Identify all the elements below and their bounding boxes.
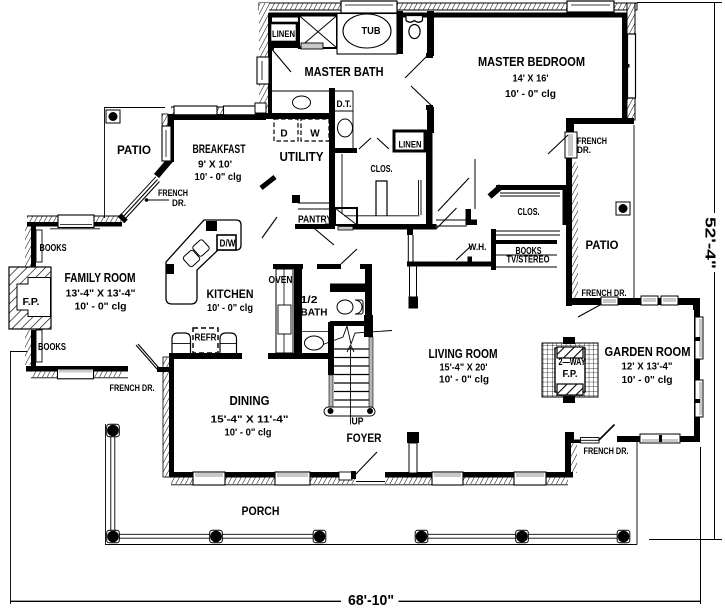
svg-text:MASTER BEDROOM: MASTER BEDROOM bbox=[478, 55, 585, 69]
svg-text:D.T.: D.T. bbox=[337, 99, 352, 110]
svg-text:D/W: D/W bbox=[220, 239, 236, 250]
svg-text:FRENCH DR.: FRENCH DR. bbox=[110, 383, 155, 393]
svg-text:F.P.: F.P. bbox=[563, 369, 578, 380]
svg-text:TV/STEREO: TV/STEREO bbox=[507, 255, 550, 266]
svg-text:FAMILY ROOM: FAMILY ROOM bbox=[65, 271, 136, 285]
svg-text:15'-4" X 11'-4": 15'-4" X 11'-4" bbox=[211, 415, 289, 426]
svg-text:LIVING ROOM: LIVING ROOM bbox=[429, 347, 498, 361]
svg-text:FRENCH DR.: FRENCH DR. bbox=[582, 288, 627, 298]
svg-text:10' - 0" clg: 10' - 0" clg bbox=[439, 375, 489, 386]
svg-text:FOYER: FOYER bbox=[347, 433, 383, 445]
svg-text:OVEN: OVEN bbox=[269, 275, 293, 286]
svg-text:BOOKS: BOOKS bbox=[38, 342, 66, 353]
svg-text:FRENCH DR.: FRENCH DR. bbox=[584, 446, 629, 456]
svg-text:BREAKFAST: BREAKFAST bbox=[193, 144, 246, 156]
svg-text:10' - 0" clg: 10' - 0" clg bbox=[622, 375, 673, 386]
svg-text:REFR: REFR bbox=[195, 333, 218, 344]
svg-text:UP: UP bbox=[352, 417, 364, 428]
svg-text:LINEN: LINEN bbox=[399, 140, 422, 150]
svg-text:GARDEN ROOM: GARDEN ROOM bbox=[605, 345, 691, 359]
svg-text:DR.: DR. bbox=[172, 198, 186, 208]
svg-text:CLOS.: CLOS. bbox=[518, 207, 540, 218]
svg-text:BOOKS: BOOKS bbox=[40, 243, 67, 254]
svg-text:FRENCH: FRENCH bbox=[158, 188, 188, 198]
svg-text:68'-10": 68'-10" bbox=[348, 592, 394, 609]
svg-text:DINING: DINING bbox=[230, 394, 270, 408]
svg-text:PATIO: PATIO bbox=[586, 238, 619, 252]
svg-text:F.P.: F.P. bbox=[23, 297, 40, 308]
svg-text:DR.: DR. bbox=[577, 145, 591, 155]
svg-text:14' X 16': 14' X 16' bbox=[513, 74, 549, 85]
svg-text:PANTRY: PANTRY bbox=[298, 215, 332, 226]
svg-text:52'-4": 52'-4" bbox=[702, 217, 718, 269]
svg-text:13'-4" X 13'-4": 13'-4" X 13'-4" bbox=[66, 289, 136, 300]
svg-text:1/2: 1/2 bbox=[301, 295, 319, 306]
svg-text:FRENCH: FRENCH bbox=[577, 136, 607, 146]
svg-text:CLOS.: CLOS. bbox=[371, 164, 393, 175]
svg-text:KITCHEN: KITCHEN bbox=[207, 287, 254, 301]
svg-text:10' - 0" clg: 10' - 0" clg bbox=[75, 302, 127, 313]
svg-text:MASTER BATH: MASTER BATH bbox=[305, 65, 384, 79]
svg-text:PORCH: PORCH bbox=[242, 504, 280, 518]
svg-text:9' X 10': 9' X 10' bbox=[198, 160, 232, 171]
svg-text:BATH: BATH bbox=[301, 308, 328, 319]
svg-text:BOOKS: BOOKS bbox=[516, 246, 542, 257]
svg-text:10' - 0" clg: 10' - 0" clg bbox=[195, 172, 242, 183]
svg-text:2—WAY: 2—WAY bbox=[559, 357, 586, 368]
svg-text:10' - 0" clg: 10' - 0" clg bbox=[225, 428, 272, 439]
svg-text:TUB: TUB bbox=[362, 26, 381, 37]
svg-text:PATIO: PATIO bbox=[117, 143, 151, 157]
svg-text:12' X 13'-4": 12' X 13'-4" bbox=[622, 362, 673, 373]
svg-text:15'-4" X 20': 15'-4" X 20' bbox=[440, 363, 488, 374]
svg-text:W: W bbox=[310, 129, 320, 140]
svg-text:W.H.: W.H. bbox=[469, 242, 487, 253]
svg-text:LINEN: LINEN bbox=[272, 29, 295, 39]
svg-text:D: D bbox=[280, 129, 287, 140]
svg-text:UTILITY: UTILITY bbox=[280, 149, 324, 164]
svg-text:10' - 0" clg: 10' - 0" clg bbox=[505, 89, 556, 100]
svg-text:10' - 0" clg: 10' - 0" clg bbox=[207, 303, 253, 314]
